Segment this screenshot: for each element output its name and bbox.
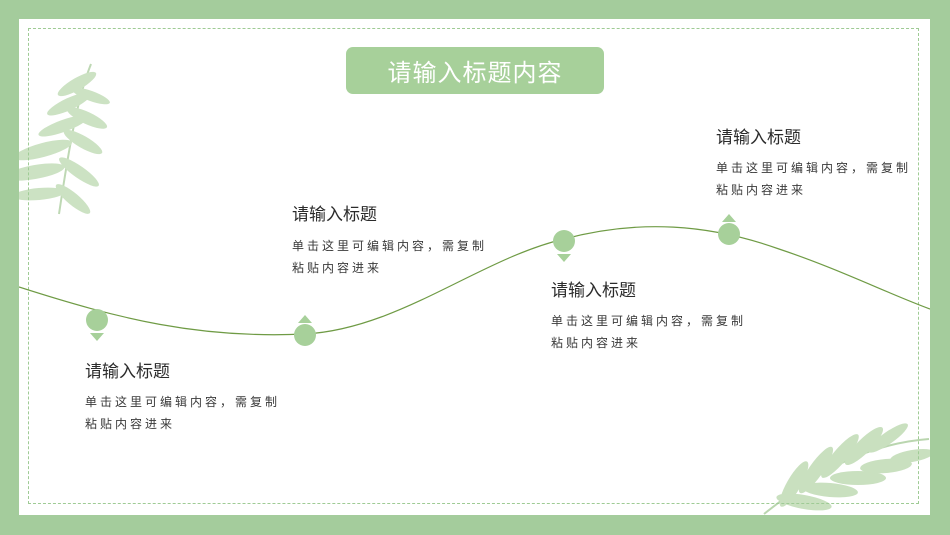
- slide-title[interactable]: 请输入标题内容: [387, 59, 563, 87]
- arrow-up-icon: [298, 315, 312, 323]
- item-3-text[interactable]: 单击这里可编辑内容，需复制粘贴内容进来: [551, 314, 747, 350]
- timeline-node-3: [553, 230, 575, 252]
- timeline-node-4: [718, 223, 740, 245]
- timeline-curve: [19, 226, 930, 336]
- slide-canvas: 请输入标题内容 请输入标题 单击这里可编辑内容，需复制粘贴内容进来 请输入标题 …: [19, 19, 930, 515]
- timeline-node-2: [294, 324, 316, 346]
- arrow-up-icon: [722, 214, 736, 222]
- item-2-title[interactable]: 请输入标题: [292, 205, 377, 225]
- item-1-text[interactable]: 单击这里可编辑内容，需复制粘贴内容进来: [85, 395, 281, 431]
- leaf-decoration-bottom-right-icon: [763, 423, 930, 515]
- slide-title-box[interactable]: 请输入标题内容: [346, 47, 604, 94]
- timeline-node-1: [86, 309, 108, 331]
- item-1-title[interactable]: 请输入标题: [85, 362, 170, 382]
- leaf-decoration-top-left-icon: [19, 63, 110, 215]
- arrow-down-icon: [557, 254, 571, 262]
- item-3-title[interactable]: 请输入标题: [551, 281, 636, 301]
- item-2-text[interactable]: 单击这里可编辑内容，需复制粘贴内容进来: [292, 239, 488, 275]
- arrow-down-icon: [90, 333, 104, 341]
- item-4-title[interactable]: 请输入标题: [716, 128, 801, 148]
- item-4-text[interactable]: 单击这里可编辑内容，需复制粘贴内容进来: [716, 161, 912, 197]
